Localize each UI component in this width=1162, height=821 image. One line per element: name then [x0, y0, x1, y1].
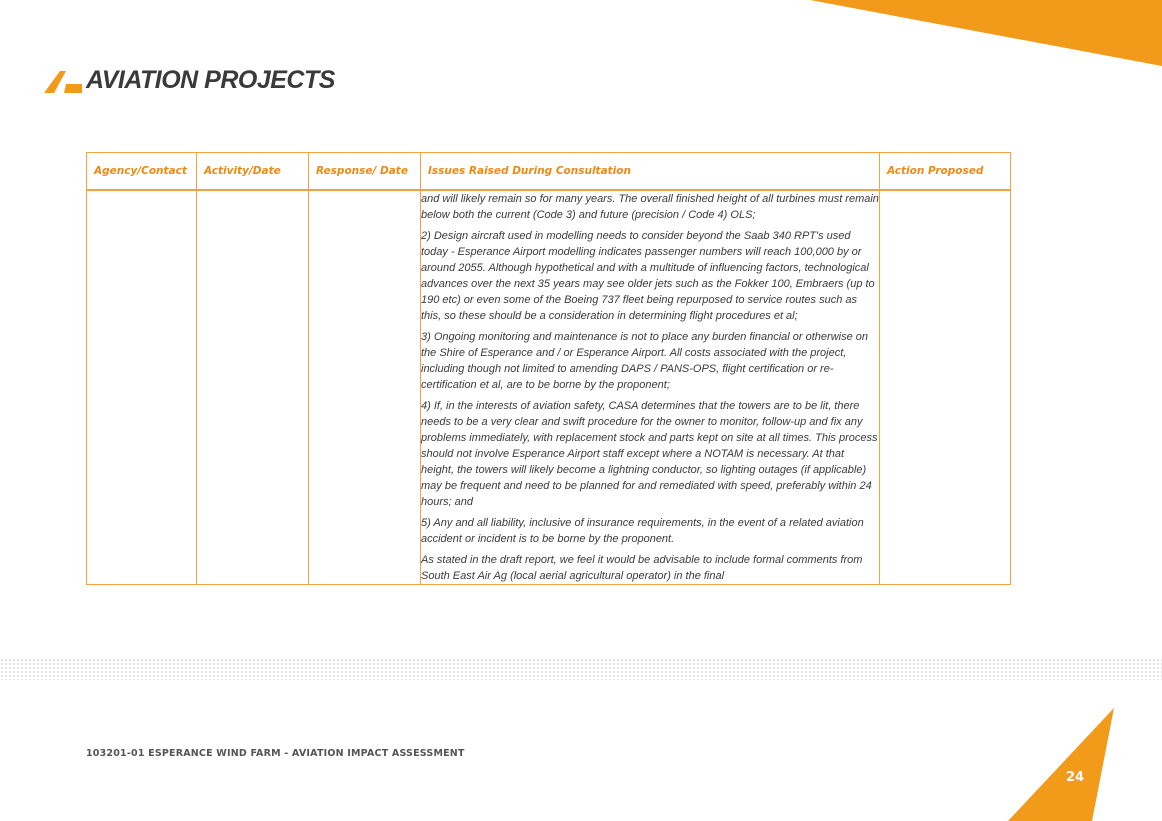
- brand-logo: AVIATION PROJECTS: [44, 66, 335, 95]
- header-agency-contact: Agency/Contact: [86, 152, 197, 191]
- footer-document-title: 103201-01 ESPERANCE WIND FARM - AVIATION…: [86, 748, 465, 759]
- consultation-table: Agency/Contact Activity/Date Response/ D…: [86, 152, 1011, 585]
- top-right-banner: [810, 0, 1162, 66]
- issue-paragraph: 3) Ongoing monitoring and maintenance is…: [421, 331, 868, 391]
- issue-paragraph: 5) Any and all liability, inclusive of i…: [421, 517, 864, 545]
- logo-text: AVIATION PROJECTS: [86, 66, 335, 94]
- bottom-right-triangle: [1008, 708, 1114, 821]
- header-response-date: Response/ Date: [308, 152, 421, 191]
- issue-paragraph: As stated in the draft report, we feel i…: [421, 554, 863, 582]
- logo-mark-icon: [44, 70, 82, 93]
- issue-paragraph: 2) Design aircraft used in modelling nee…: [421, 230, 875, 322]
- table-header-row: Agency/Contact Activity/Date Response/ D…: [86, 152, 1011, 191]
- cell-response-date: [308, 189, 421, 585]
- cell-issues-raised: and will likely remain so for many years…: [420, 189, 880, 585]
- issue-paragraph: 4) If, in the interests of aviation safe…: [421, 400, 878, 508]
- table-row: and will likely remain so for many years…: [86, 189, 1011, 585]
- cell-agency-contact: [86, 189, 197, 585]
- header-issues-raised: Issues Raised During Consultation: [420, 152, 880, 191]
- header-activity-date: Activity/Date: [196, 152, 309, 191]
- issue-paragraph: and will likely remain so for many years…: [421, 193, 879, 221]
- header-action-proposed: Action Proposed: [879, 152, 1011, 191]
- page-number: 24: [1065, 770, 1085, 785]
- cell-activity-date: [196, 189, 309, 585]
- dotted-divider: [0, 658, 1162, 680]
- cell-action-proposed: [879, 189, 1011, 585]
